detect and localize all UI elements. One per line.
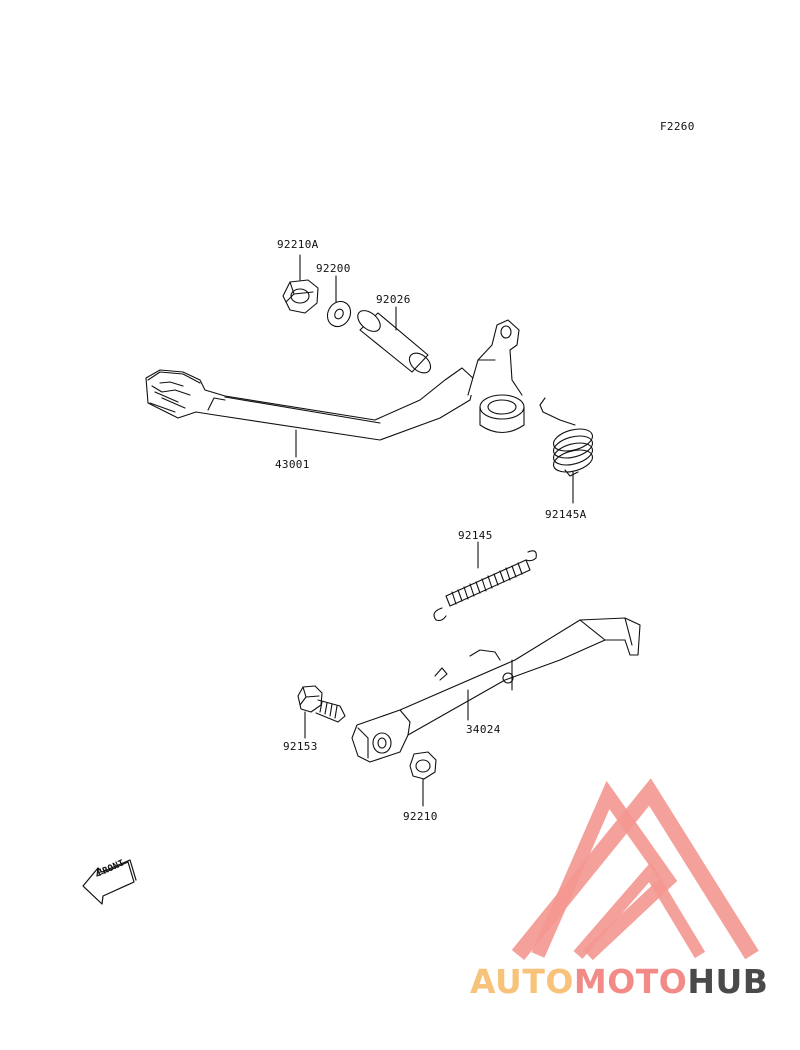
figure-code: F2260 — [660, 120, 695, 133]
watermark-auto: AUTO — [470, 962, 574, 1001]
automotohub-logo-icon — [511, 778, 759, 961]
label-92145a: 92145A — [545, 508, 587, 521]
torsion-spring-92145a — [539, 397, 594, 477]
automotohub-watermark: AUTOMOTOHUB — [470, 962, 768, 1001]
bolt-92153 — [297, 685, 346, 723]
label-92210a: 92210A — [277, 238, 319, 251]
label-92153: 92153 — [283, 740, 318, 753]
label-92200: 92200 — [316, 262, 351, 275]
label-92210: 92210 — [403, 810, 438, 823]
label-92026: 92026 — [376, 293, 411, 306]
washer-92200 — [326, 300, 352, 328]
nut-92210a — [282, 279, 319, 314]
label-92145: 92145 — [458, 529, 493, 542]
nut-92210 — [409, 751, 437, 780]
watermark-moto: MOTO — [573, 962, 688, 1001]
brake-pedal-43001 — [145, 319, 525, 441]
collar-92026 — [357, 310, 432, 374]
label-34024: 34024 — [466, 723, 501, 736]
label-43001: 43001 — [275, 458, 310, 471]
front-arrow-icon — [82, 859, 137, 905]
side-stand-34024 — [351, 617, 641, 763]
watermark-hub: HUB — [687, 962, 769, 1001]
extension-spring-92145 — [433, 550, 537, 622]
